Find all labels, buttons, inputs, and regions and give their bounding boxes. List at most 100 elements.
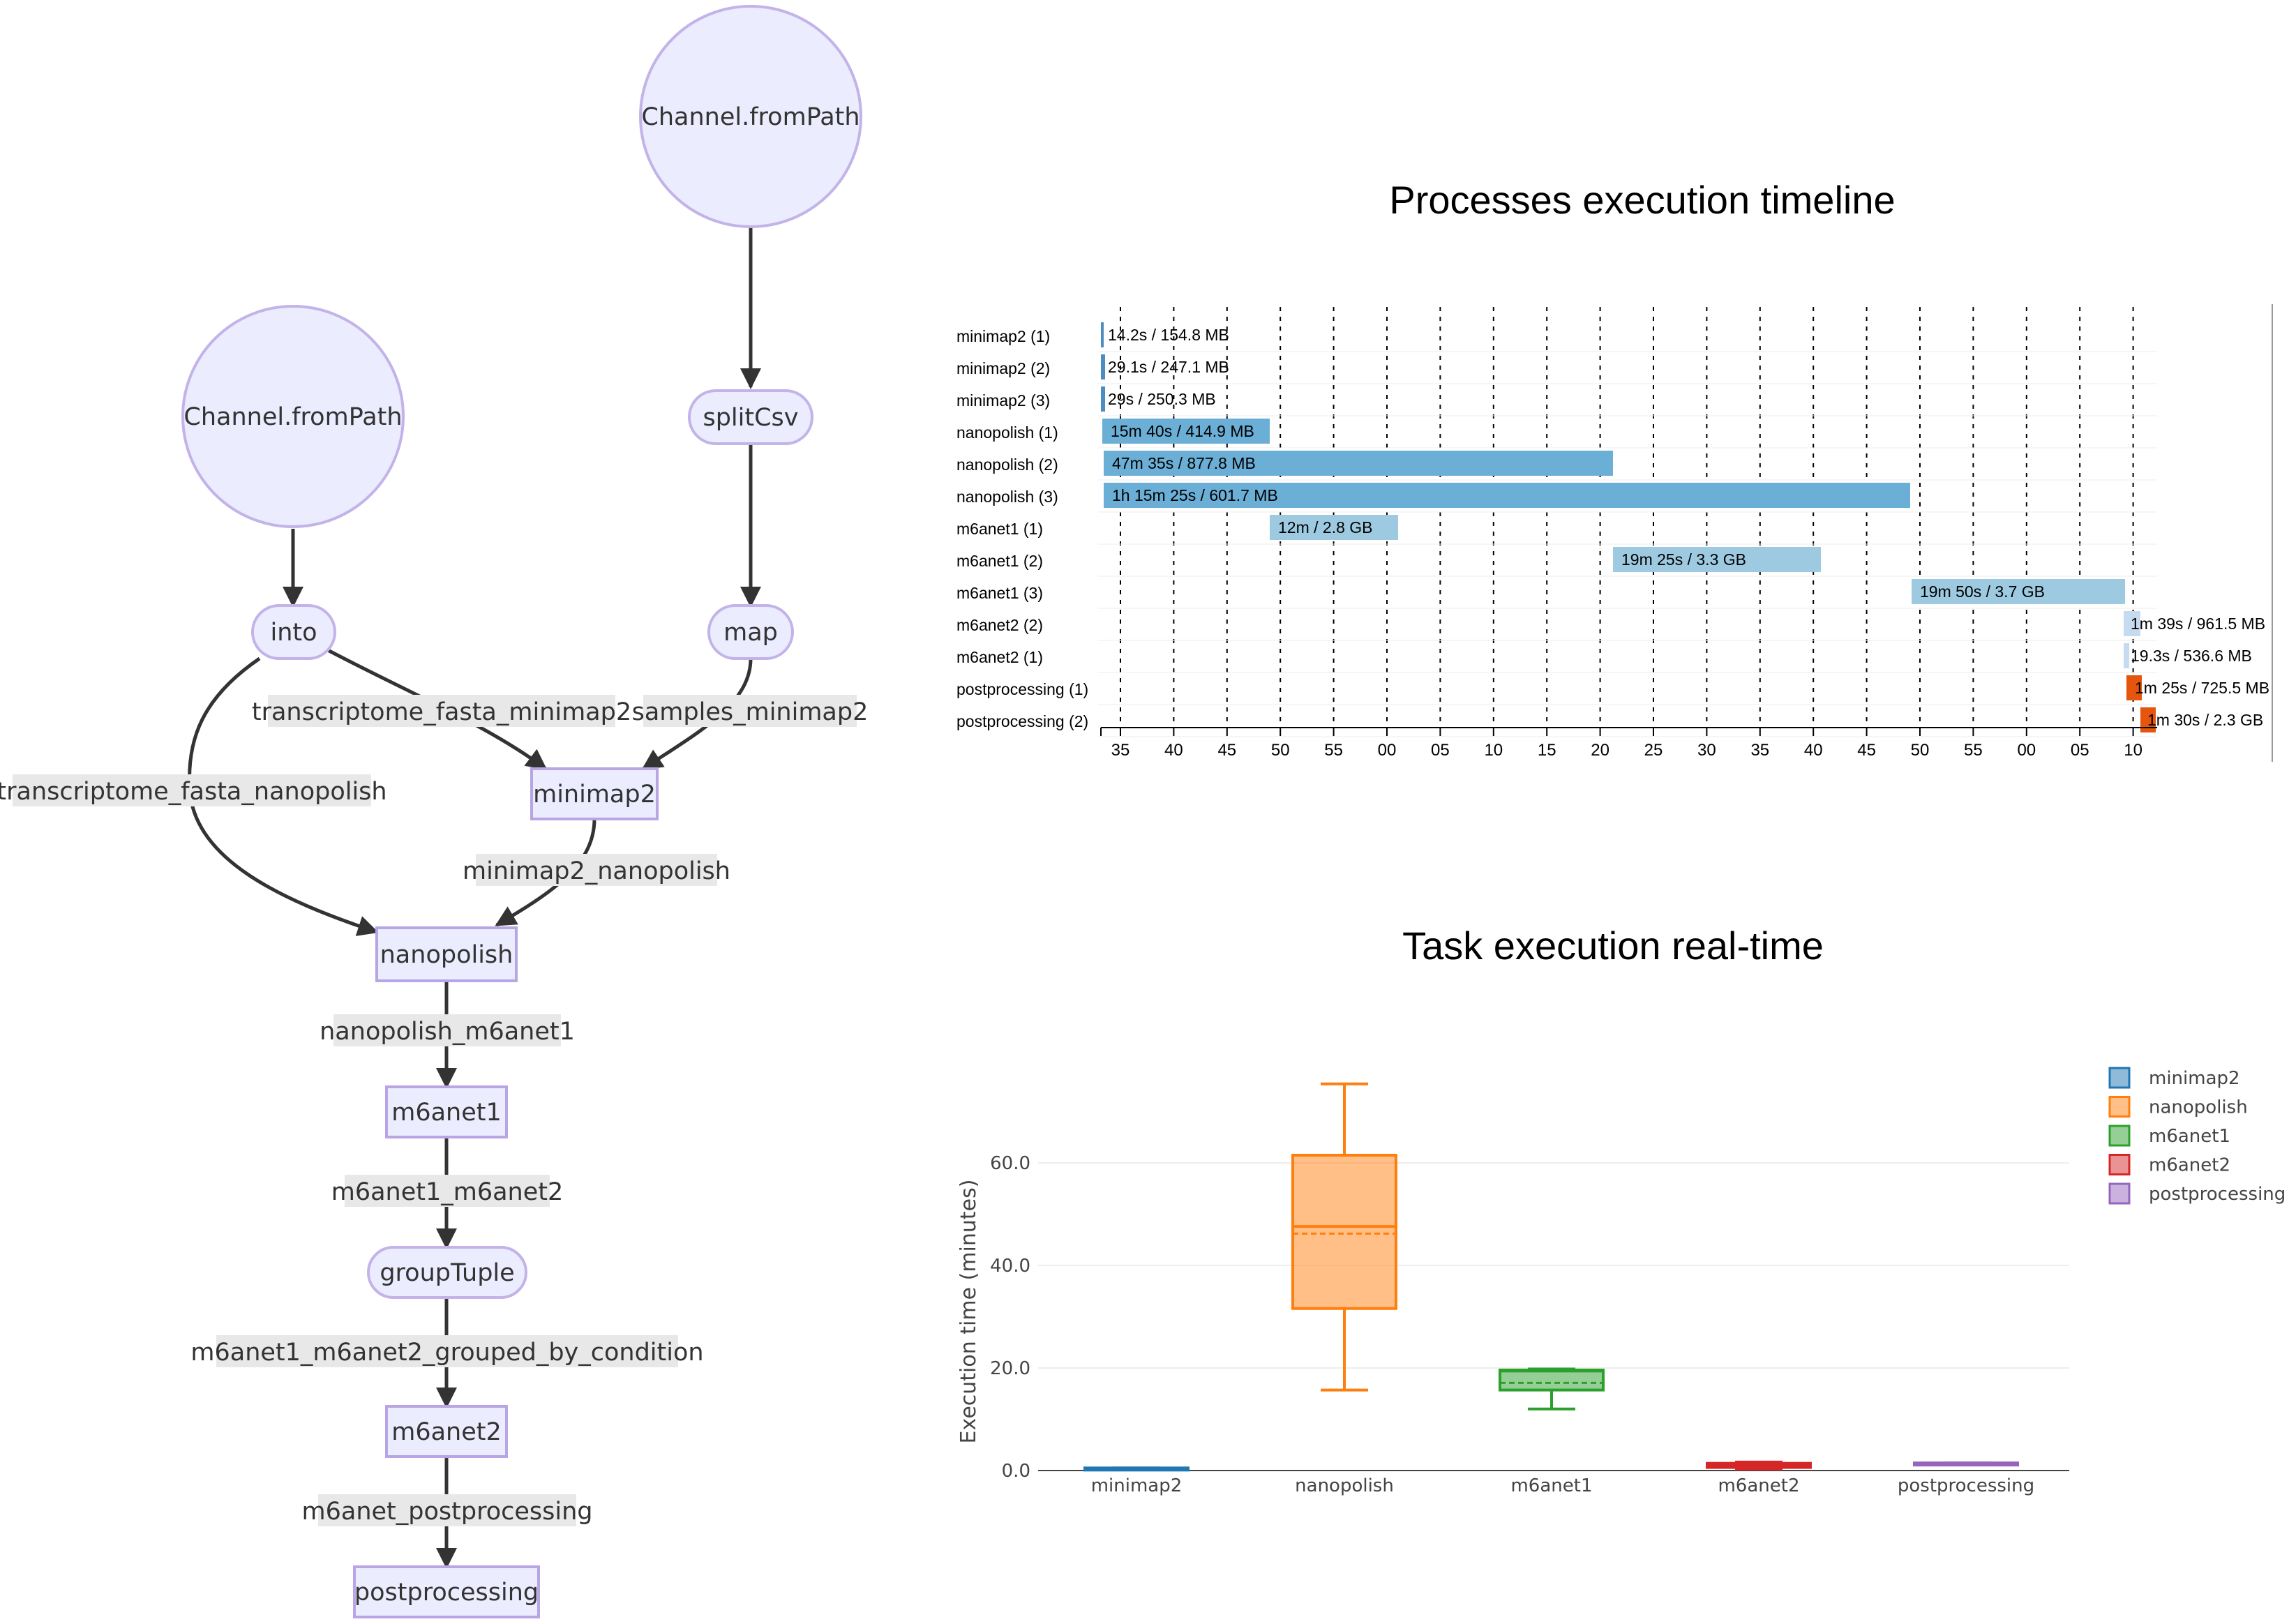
timeline-tick-label: 05 (2071, 741, 2089, 760)
node-label: into (270, 619, 317, 647)
svg-text:transcriptome_fasta_nanopolish: transcriptome_fasta_nanopolish (0, 778, 387, 806)
timeline-bar-text: 15m 40s / 414.9 MB (1111, 422, 1254, 440)
boxplot-box-body (1499, 1368, 1605, 1392)
timeline-tick-label: 15 (1538, 741, 1556, 760)
timeline-bar-text: 19m 50s / 3.7 GB (1920, 582, 2045, 601)
timeline-tick-label: 55 (1964, 741, 1983, 760)
node-label: groupTuple (380, 1259, 514, 1287)
timeline-row-label: m6anet1 (3) (956, 584, 1043, 602)
node-grouptuple: groupTuple (367, 1246, 527, 1299)
timeline-tick-label: 35 (1750, 741, 1769, 760)
svg-text:m6anet_postprocessing: m6anet_postprocessing (302, 1498, 593, 1526)
legend-label: m6anet1 (2149, 1126, 2230, 1147)
node-label: m6anet2 (391, 1418, 502, 1446)
node-m6anet1: m6anet1 (385, 1085, 508, 1138)
legend-swatch (2108, 1154, 2131, 1175)
timeline-tick-label: 40 (1804, 741, 1823, 760)
timeline-tick-label: 45 (1217, 741, 1236, 760)
node-nanopolish: nanopolish (375, 926, 518, 982)
timeline-bar-text: 1h 15m 25s / 601.7 MB (1112, 486, 1278, 504)
legend-swatch (2108, 1182, 2131, 1205)
timeline-row-label: nanopolish (1) (956, 423, 1058, 442)
boxplot-x-tick-label: m6anet1 (1510, 1475, 1592, 1496)
edge-label-m6anet-postprocessing: m6anet_postprocessing (302, 1494, 593, 1526)
node-m6anet2: m6anet2 (385, 1405, 508, 1458)
boxplot-y-axis-title: Execution time (minutes) (956, 1180, 981, 1444)
boxplot-x-tick-label: minimap2 (1091, 1475, 1183, 1496)
boxplot-gridlines: 0.020.040.060.0 (990, 1153, 2069, 1482)
timeline-bar-text: 19m 25s / 3.3 GB (1621, 550, 1746, 569)
timeline-tick-label: 35 (1111, 741, 1130, 760)
svg-text:m6anet1_m6anet2_grouped_by_con: m6anet1_m6anet2_grouped_by_condition (190, 1339, 703, 1367)
legend-label: m6anet2 (2149, 1155, 2230, 1176)
node-splitcsv: splitCsv (688, 389, 813, 445)
edge-label-m6anet1-m6anet2-grouped-by-condition: m6anet1_m6anet2_grouped_by_condition (190, 1335, 704, 1367)
timeline-bar (2140, 707, 2156, 732)
timeline-row-label: nanopolish (2) (956, 456, 1058, 474)
boxplot-boxes (1083, 1082, 2019, 1472)
legend-swatch (2108, 1096, 2131, 1118)
timeline-row-label: minimap2 (2) (956, 359, 1050, 377)
timeline-tick-label: 40 (1164, 741, 1183, 760)
timeline-bar (1102, 419, 1270, 444)
boxplot-y-tick-label: 0.0 (1002, 1461, 1030, 1482)
boxplot-box-m6anet1 (1499, 1367, 1605, 1411)
node-label: minimap2 (533, 781, 656, 809)
timeline-tick-label: 20 (1591, 741, 1609, 760)
timeline-row-label: minimap2 (1) (956, 327, 1050, 345)
timeline-bar-text: 1m 39s / 961.5 MB (2131, 615, 2265, 633)
node-postprocessing: postprocessing (353, 1565, 540, 1618)
node-channel-frompath-top: Channel.fromPath (639, 5, 862, 228)
boxplot-box-minimap2 (1083, 1466, 1189, 1472)
boxplot-x-tick-label: nanopolish (1295, 1475, 1394, 1496)
timeline-bar (1104, 483, 1910, 508)
timeline-row-label: postprocessing (1) (956, 680, 1088, 698)
boxplot-box-body (1291, 1153, 1397, 1310)
timeline-bar (1101, 354, 1105, 379)
timeline-row-label: m6anet1 (2) (956, 552, 1043, 570)
edge-label-minimap2-nanopolish: minimap2_nanopolish (463, 854, 730, 886)
boxplot-box-nanopolish (1291, 1082, 1397, 1392)
boxplot-panel: Task execution real-time 0.020.040.060.0… (956, 924, 2286, 1496)
timeline-bar (2126, 675, 2142, 700)
boxplot-legend: minimap2nanopolishm6anet1m6anet2postproc… (2108, 1067, 2286, 1205)
svg-text:nanopolish_m6anet1: nanopolish_m6anet1 (320, 1018, 575, 1046)
timeline-row-label: nanopolish (3) (956, 488, 1058, 506)
svg-text:minimap2_nanopolish: minimap2_nanopolish (463, 857, 730, 885)
svg-text:transcriptome_fasta_minimap2: transcriptome_fasta_minimap2 (252, 698, 631, 726)
timeline-tick-label: 10 (1484, 741, 1503, 760)
timeline-bar-text: 19.3s / 536.6 MB (2131, 647, 2252, 665)
svg-text:samples_minimap2: samples_minimap2 (632, 698, 869, 726)
svg-text:m6anet1_m6anet2: m6anet1_m6anet2 (331, 1178, 564, 1206)
timeline-tick-label: 50 (1911, 741, 1930, 760)
edge-label-transcriptome-fasta-nanopolish: transcriptome_fasta_nanopolish (0, 774, 387, 806)
timeline-tick-label: 45 (1857, 741, 1876, 760)
timeline-panel: Processes execution timeline minimap2 (1… (956, 178, 2273, 762)
timeline-bar-text: 12m / 2.8 GB (1278, 518, 1373, 536)
edge-label-nanopolish-m6anet1: nanopolish_m6anet1 (320, 1014, 575, 1046)
timeline-gridlines (1120, 307, 2134, 725)
edge-label-m6anet1-m6anet2: m6anet1_m6anet2 (331, 1175, 564, 1207)
node-label: splitCsv (703, 404, 798, 432)
boxplot-y-tick-label: 60.0 (990, 1153, 1030, 1174)
legend-label: postprocessing (2149, 1184, 2286, 1205)
timeline-bar (1912, 579, 2125, 604)
node-label: postprocessing (354, 1579, 539, 1607)
node-label: map (723, 619, 778, 647)
legend-swatch (2108, 1125, 2131, 1147)
boxplot-y-tick-label: 20.0 (990, 1358, 1030, 1379)
node-label: Channel.fromPath (641, 103, 860, 131)
node-map: map (707, 604, 794, 660)
timeline-row-label: m6anet2 (2) (956, 616, 1043, 634)
legend-label: nanopolish (2149, 1097, 2248, 1118)
timeline-row-label: m6anet1 (1) (956, 520, 1043, 538)
timeline-bar (2124, 611, 2140, 636)
edge-label-samples-minimap2: samples_minimap2 (632, 695, 869, 727)
timeline-tick-label: 00 (1378, 741, 1397, 760)
timeline-row-label: minimap2 (3) (956, 391, 1050, 409)
boxplot-x-tick-label: m6anet2 (1718, 1475, 1799, 1496)
timeline-bar (1101, 322, 1104, 347)
node-label: m6anet1 (391, 1099, 502, 1127)
